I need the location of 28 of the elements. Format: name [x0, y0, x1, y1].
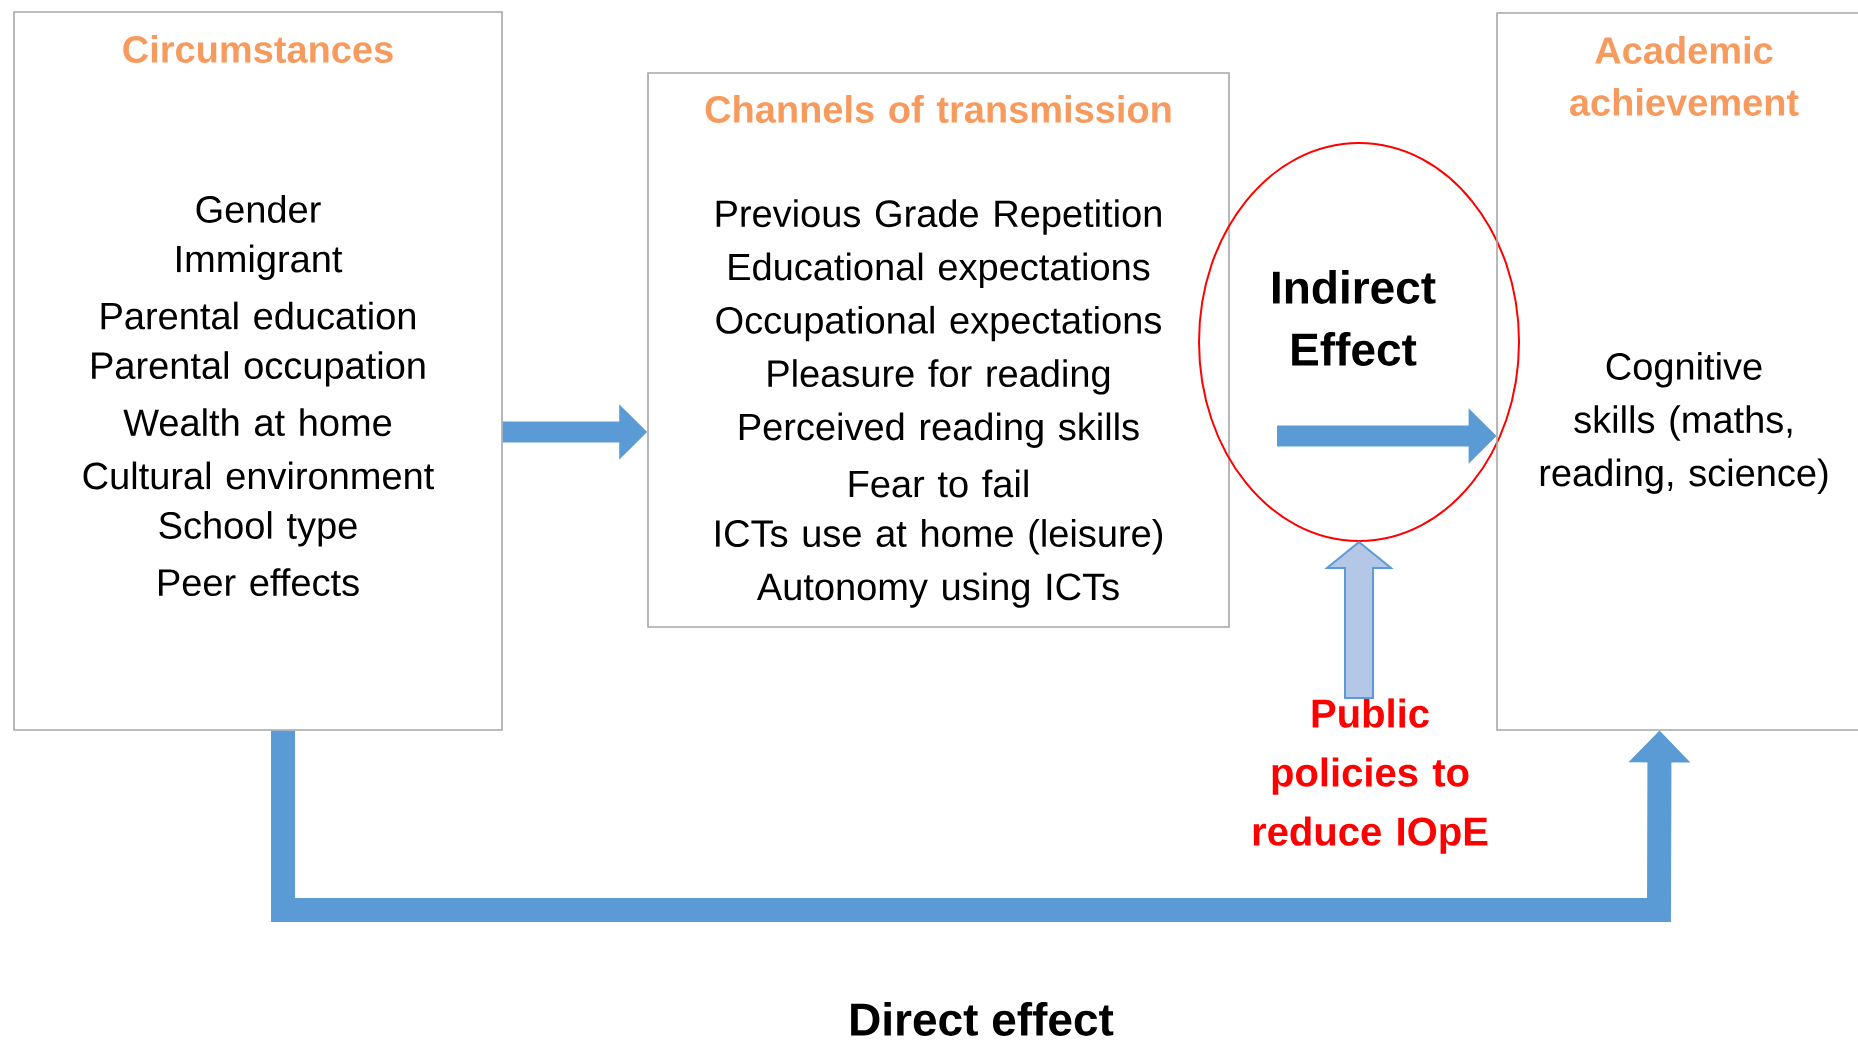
- list-item: Perceived reading skills: [739, 412, 1139, 448]
- text-box: [647, 72, 1230, 628]
- list-item: Wealth at home: [123, 408, 392, 437]
- edge-label: Direct effect: [851, 1002, 1114, 1036]
- circle-label: Indirect Effect: [1273, 270, 1436, 366]
- list-item: School type: [159, 511, 357, 547]
- list-item: Fear to fail: [849, 469, 1028, 498]
- text-box: [13, 11, 503, 731]
- outline-arrow: [1324, 540, 1394, 699]
- policy-note: Public policies to reduce IOpE: [1253, 698, 1488, 854]
- list-item: Immigrant: [177, 244, 343, 280]
- list-item: ICTs use at home (leisure): [716, 519, 1163, 555]
- list-item: Occupational expectations: [716, 305, 1161, 342]
- list-item: Educational expectations: [729, 252, 1150, 288]
- body-text: Cognitive skills (maths, reading, science): [1540, 352, 1828, 494]
- box-heading: Channels of transmission: [705, 95, 1171, 123]
- box-heading: Circumstances: [123, 35, 393, 63]
- highlight-ellipse: [1198, 142, 1520, 542]
- list-item: Pleasure for reading: [768, 359, 1110, 395]
- list-item: Peer effects: [159, 568, 359, 597]
- list-item: Cultural environment: [83, 461, 434, 490]
- list-item: Autonomy using ICTs: [756, 572, 1119, 608]
- list-item: Parental occupation: [92, 351, 425, 387]
- list-item: Parental education: [101, 301, 415, 330]
- list-item: Gender: [196, 195, 321, 223]
- box-heading: Academic achievement: [1570, 36, 1799, 116]
- list-item: Previous Grade Repetition: [716, 199, 1161, 235]
- text-box: [1496, 12, 1858, 731]
